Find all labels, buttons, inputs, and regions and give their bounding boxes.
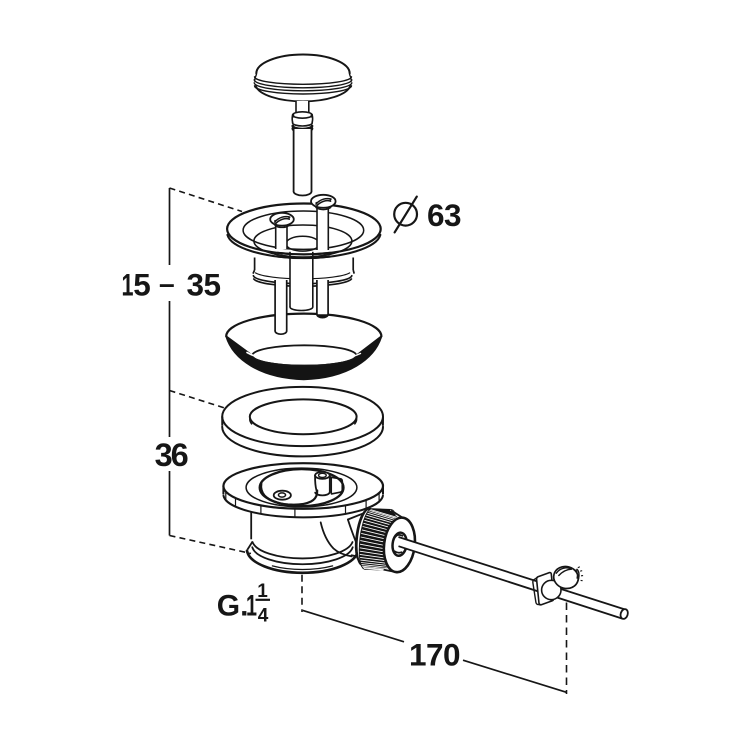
svg-text:63: 63	[427, 197, 461, 233]
svg-text:G.: G.	[217, 589, 249, 622]
svg-text:4: 4	[258, 606, 269, 627]
svg-text:5: 5	[133, 266, 151, 302]
svg-text:3: 3	[155, 437, 173, 473]
svg-text:35: 35	[187, 266, 221, 302]
svg-text:1: 1	[257, 581, 268, 602]
svg-text:170: 170	[409, 636, 460, 672]
svg-text:1: 1	[246, 589, 257, 622]
svg-text:1: 1	[122, 266, 134, 302]
svg-text:6: 6	[171, 437, 189, 473]
